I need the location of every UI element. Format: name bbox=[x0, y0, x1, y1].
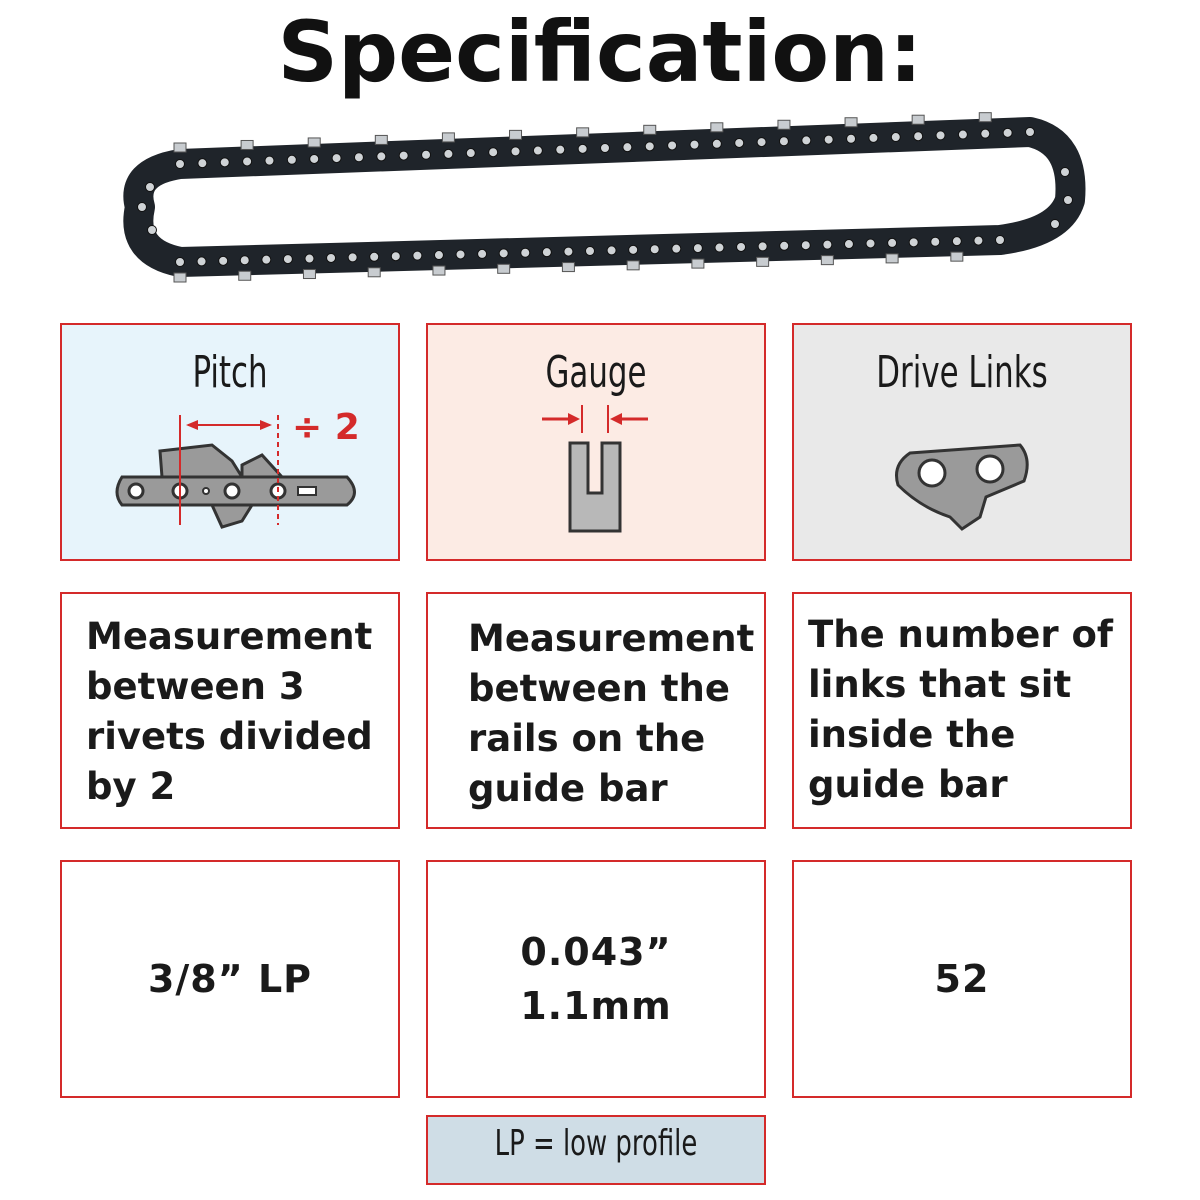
pitch-description-box: Measurement between 3 rivets divided by … bbox=[60, 592, 400, 829]
gauge-value: 0.043” 1.1mm bbox=[520, 930, 672, 1028]
pitch-diagram-icon: ÷ 2 bbox=[115, 407, 360, 529]
gauge-diagram-icon bbox=[542, 405, 648, 533]
drive-links-description-box: The number of links that sit inside the … bbox=[792, 592, 1132, 829]
pitch-header-box: Pitch ÷ 2 bbox=[60, 323, 400, 561]
lp-note-box: LP = low profile bbox=[426, 1115, 766, 1185]
drive-links-value: 52 bbox=[934, 957, 990, 1001]
gauge-label: Gauge bbox=[545, 347, 647, 398]
pitch-description: Measurement between 3 rivets divided by … bbox=[86, 615, 373, 808]
gauge-description: Measurement between the rails on the gui… bbox=[468, 617, 755, 810]
drive-links-label: Drive Links bbox=[876, 347, 1048, 398]
lp-note: LP = low profile bbox=[494, 1123, 698, 1164]
gauge-value-box: 0.043” 1.1mm bbox=[426, 860, 766, 1098]
drive-links-value-box: 52 bbox=[792, 860, 1132, 1098]
gauge-header-box: Gauge bbox=[426, 323, 766, 561]
page-title: Specification: bbox=[277, 3, 923, 101]
gauge-description-box: Measurement between the rails on the gui… bbox=[426, 592, 766, 829]
drive-link-icon bbox=[895, 443, 1029, 531]
drive-links-header-box: Drive Links bbox=[792, 323, 1132, 561]
saw-chain-image bbox=[123, 112, 1086, 283]
pitch-value-box: 3/8” LP bbox=[60, 860, 400, 1098]
pitch-label: Pitch bbox=[192, 347, 268, 398]
divisor-label: ÷ 2 bbox=[292, 407, 360, 448]
pitch-value: 3/8” LP bbox=[147, 957, 313, 1001]
drive-links-description: The number of links that sit inside the … bbox=[808, 613, 1114, 806]
